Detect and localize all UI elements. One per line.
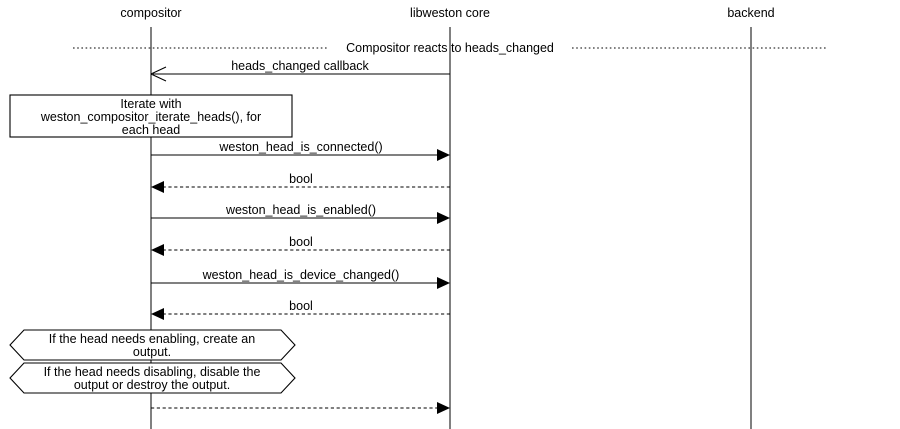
arrowhead-filled-right-weston-head-is-connected [437, 149, 450, 161]
message-label-heads-changed-callback: heads_changed callback [231, 59, 369, 73]
message-label-weston-head-is-connected: weston_head_is_connected() [218, 140, 382, 154]
message-final-return[interactable] [151, 402, 450, 414]
message-bool-enabled[interactable]: bool [151, 235, 450, 256]
message-label-weston-head-is-enabled: weston_head_is_enabled() [225, 203, 376, 217]
message-weston-head-is-enabled[interactable]: weston_head_is_enabled() [151, 203, 450, 224]
ref-box-disable-head [9, 362, 296, 394]
arrowhead-open-left-heads-changed-callback [150, 66, 167, 82]
divider-label: Compositor reacts to heads_changed [346, 41, 554, 55]
arrowhead-filled-left-bool-connected [151, 181, 164, 193]
note-line-3: each head [122, 123, 180, 137]
ref-enable-head-line-1: If the head needs enabling, create an [49, 332, 255, 346]
ref-enable-head-line-2: output. [133, 345, 171, 359]
divider-compositor-reacts: Compositor reacts to heads_changed [73, 41, 826, 55]
ref-disable-head: If the head needs disabling, disable the… [9, 362, 296, 394]
arrowhead-filled-left-bool-device-changed [151, 308, 164, 320]
arrowhead-filled-right-weston-head-is-enabled [437, 212, 450, 224]
note-line-1: Iterate with [120, 97, 181, 111]
lifeline-compositor[interactable]: compositor [120, 6, 182, 429]
ref-disable-head-line-2: output or destroy the output. [74, 378, 230, 392]
lifeline-label-compositor: compositor [120, 6, 181, 20]
ref-enable-head: If the head needs enabling, create an ou… [9, 329, 296, 361]
message-label-bool-enabled: bool [289, 235, 313, 249]
arrowhead-filled-left-bool-enabled [151, 244, 164, 256]
lifeline-libweston-core[interactable]: libweston core [410, 6, 490, 429]
arrowhead-filled-right-weston-head-is-device-changed [437, 277, 450, 289]
lifeline-backend[interactable]: backend [727, 6, 775, 429]
message-weston-head-is-device-changed[interactable]: weston_head_is_device_changed() [151, 268, 450, 289]
message-weston-head-is-connected[interactable]: weston_head_is_connected() [151, 140, 450, 161]
lifeline-label-backend: backend [727, 6, 774, 20]
ref-disable-head-line-1: If the head needs disabling, disable the [44, 365, 261, 379]
message-label-bool-device-changed: bool [289, 299, 313, 313]
message-label-bool-connected: bool [289, 172, 313, 186]
note-box-iterate-heads [9, 94, 293, 138]
message-label-weston-head-is-device-changed: weston_head_is_device_changed() [202, 268, 400, 282]
message-heads-changed-callback[interactable]: heads_changed callback [150, 59, 450, 82]
message-bool-connected[interactable]: bool [151, 172, 450, 193]
arrowhead-filled-right-final-return [437, 402, 450, 414]
note-line-2: weston_compositor_iterate_heads(), for [40, 110, 261, 124]
ref-box-enable-head [9, 329, 296, 361]
lifeline-label-libweston-core: libweston core [410, 6, 490, 20]
note-iterate-heads: Iterate with weston_compositor_iterate_h… [9, 94, 293, 138]
message-bool-device-changed[interactable]: bool [151, 299, 450, 320]
